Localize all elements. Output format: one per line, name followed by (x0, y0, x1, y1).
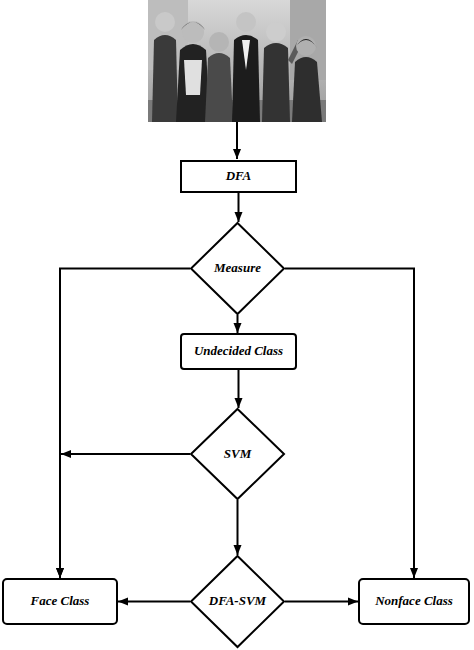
person-shirt (242, 40, 250, 70)
diamond-shape (191, 223, 284, 314)
diamond-shape (191, 556, 284, 647)
class-box: Nonface Class (358, 578, 470, 625)
person-head (155, 12, 175, 32)
arrow-head (61, 450, 71, 458)
decision-diamond: DFA-SVM (190, 555, 285, 648)
diamond-shape (191, 409, 284, 499)
person-body (205, 53, 233, 122)
class-box: Face Class (2, 578, 118, 625)
person-body (262, 43, 290, 122)
person-hair (295, 39, 317, 48)
person-hair (209, 34, 229, 40)
flow-connector (60, 454, 190, 578)
node-label: Measure (214, 261, 261, 275)
person-head (236, 12, 256, 32)
node-label: Nonface Class (375, 594, 453, 608)
flow-connector (238, 370, 240, 408)
process-box: Undecided Class (180, 333, 297, 370)
flow-connector (285, 269, 414, 579)
flow-connector (237, 315, 239, 333)
person-head (266, 22, 286, 42)
process-box: DFA (180, 160, 297, 193)
person-figure (205, 32, 233, 122)
person-figure (232, 12, 260, 122)
node-label: Undecided Class (194, 344, 283, 358)
person-head (296, 36, 316, 56)
flow-connector (237, 500, 239, 555)
person-figure (176, 21, 210, 122)
person-scarf (184, 60, 202, 95)
node-label: SVM (224, 447, 251, 461)
person-head (209, 32, 229, 52)
person-body (176, 44, 210, 122)
photo-background (148, 0, 326, 122)
flow-arrow (236, 122, 238, 159)
person-figure (292, 36, 322, 122)
person-figure (152, 12, 178, 122)
photo-group (148, 0, 326, 122)
person-head (182, 21, 204, 43)
person-body (232, 35, 260, 122)
decision-diamond: Measure (190, 222, 285, 315)
person-hair (181, 22, 205, 30)
person-body (152, 35, 178, 122)
node-label: DFA (226, 169, 252, 183)
decision-diamond: SVM (190, 408, 285, 500)
flow-connector (118, 601, 190, 603)
flow-connector (238, 193, 240, 222)
node-label: DFA-SVM (209, 594, 266, 608)
node-label: Face Class (31, 594, 90, 608)
flow-connector (60, 269, 190, 579)
flow-connector (285, 601, 358, 603)
person-body (292, 57, 322, 122)
